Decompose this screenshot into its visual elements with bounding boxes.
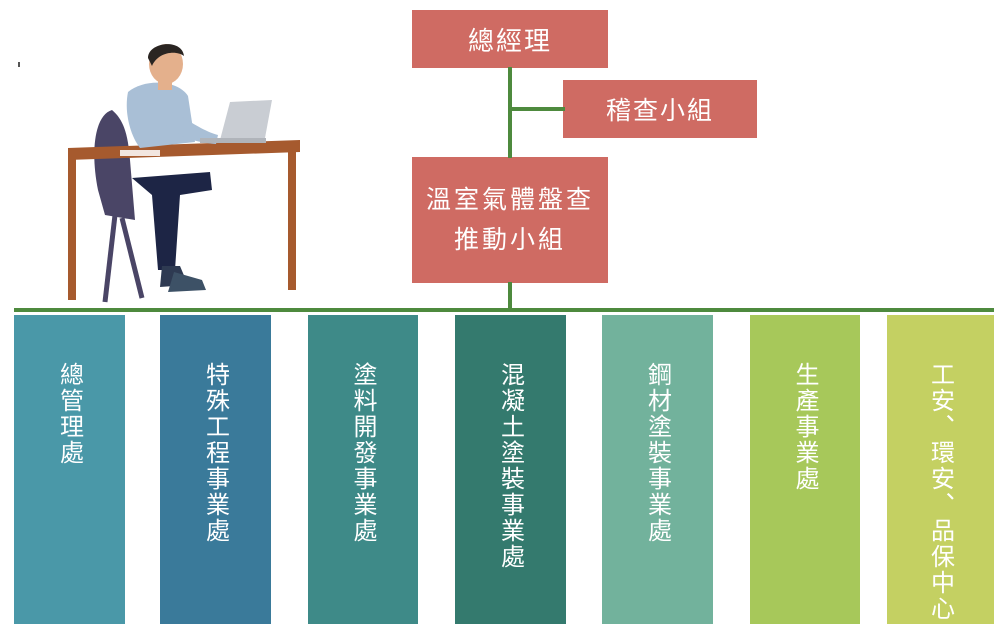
- ghg-inventory-team-box: 溫室氣體盤查推動小組: [412, 157, 608, 283]
- department-box: 混凝土塗裝事業處: [455, 315, 566, 624]
- ghg-inventory-team-label: 溫室氣體盤查推動小組: [425, 185, 594, 254]
- connector-departments: [14, 308, 994, 312]
- department-box: 工安、環安、品保中心: [887, 315, 994, 624]
- department-box: 特殊工程事業處: [160, 315, 271, 624]
- audit-team-box: 稽查小組: [563, 80, 757, 138]
- general-manager-label: 總經理: [467, 26, 552, 57]
- department-label: 總管理處: [55, 362, 84, 466]
- department-box: 生產事業處: [750, 315, 860, 624]
- general-manager-box: 總經理: [412, 10, 608, 68]
- department-label: 工安、環安、品保中心: [926, 362, 955, 622]
- stray-mark: [18, 62, 20, 67]
- audit-team-label: 稽查小組: [605, 96, 714, 125]
- department-label: 生產事業處: [791, 362, 819, 492]
- department-label: 塗料開發事業處: [349, 362, 377, 544]
- department-label: 特殊工程事業處: [201, 362, 230, 544]
- department-box: 鋼材塗裝事業處: [602, 315, 713, 624]
- person-working-at-desk-icon: [68, 44, 300, 303]
- department-box: 總管理處: [14, 315, 125, 624]
- department-label: 鋼材塗裝事業處: [643, 362, 672, 544]
- connector-top: [508, 67, 512, 158]
- department-label: 混凝土塗裝事業處: [496, 362, 525, 570]
- department-box: 塗料開發事業處: [308, 315, 418, 624]
- connector-audit: [510, 107, 565, 111]
- connector-ghg: [508, 282, 512, 310]
